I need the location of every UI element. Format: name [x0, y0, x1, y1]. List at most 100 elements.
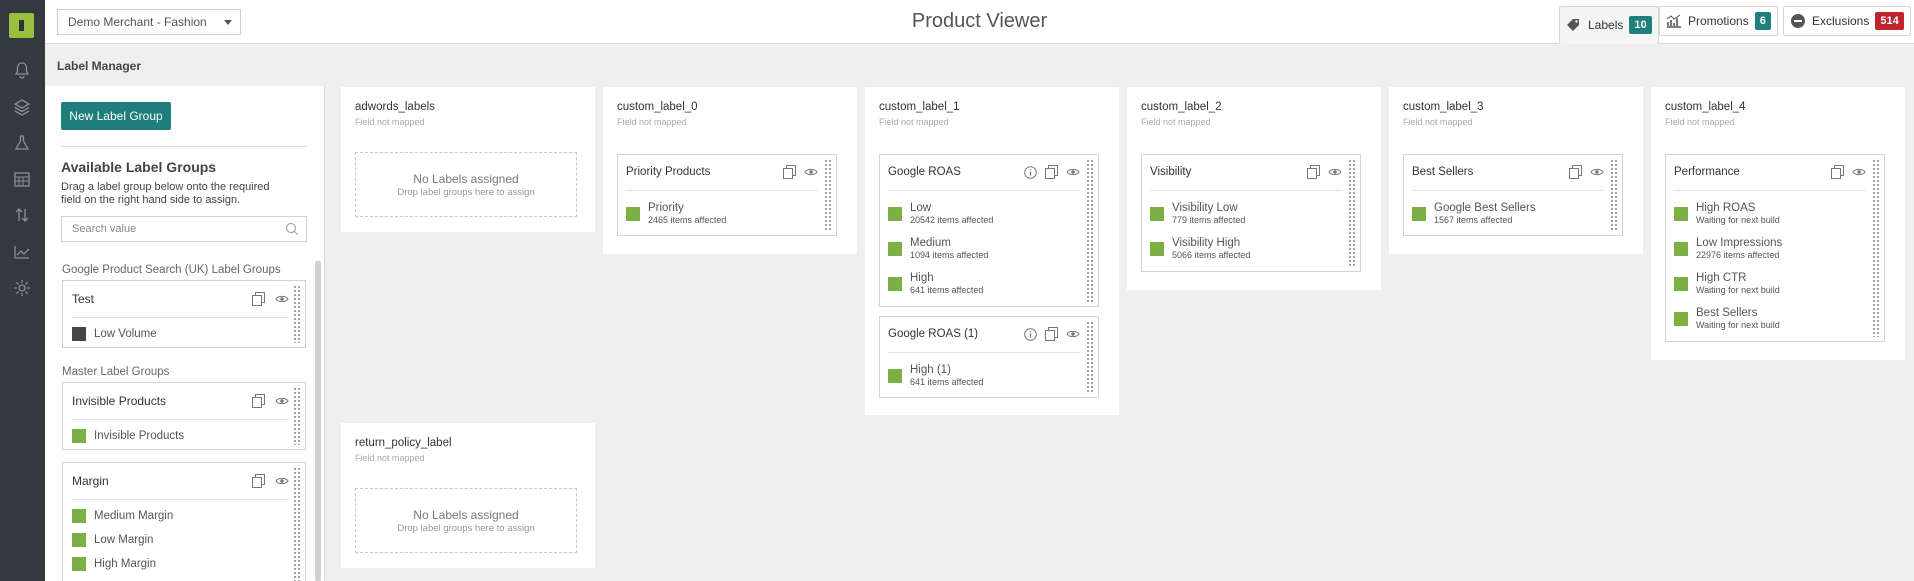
eye-icon[interactable] — [275, 294, 289, 304]
label-group-card[interactable]: Margin Medium Margin Low Margin High Mar… — [62, 462, 306, 581]
group-name: Performance — [1674, 166, 1740, 178]
field-column: custom_label_4 Field not mapped Performa… — [1651, 87, 1905, 360]
gear-icon[interactable] — [12, 278, 32, 298]
group-name: Visibility — [1150, 166, 1192, 178]
copy-icon[interactable] — [1307, 165, 1320, 179]
merchant-select[interactable]: Demo Merchant - Fashion — [57, 9, 241, 35]
color-swatch — [1674, 207, 1688, 221]
drag-handle[interactable] — [1348, 159, 1356, 267]
copy-icon[interactable] — [1569, 165, 1582, 179]
info-icon[interactable] — [1024, 165, 1037, 179]
section-title: Master Label Groups — [62, 366, 170, 378]
tab-exclusions-label: Exclusions — [1812, 14, 1870, 28]
layers-icon[interactable] — [12, 97, 32, 117]
copy-icon[interactable] — [1045, 327, 1058, 341]
eye-icon[interactable] — [275, 476, 289, 486]
flask-icon[interactable] — [12, 133, 32, 153]
drop-zone[interactable]: No Labels assigned Drop label groups her… — [355, 488, 577, 553]
top-bar: Demo Merchant - Fashion Product Viewer L… — [45, 0, 1914, 44]
available-groups-title: Available Label Groups — [61, 159, 217, 175]
tab-exclusions[interactable]: Exclusions 514 — [1783, 6, 1911, 36]
search-icon — [285, 222, 299, 236]
drop-zone[interactable]: No Labels assigned Drop label groups her… — [355, 152, 577, 217]
section-title: Google Product Search (UK) Label Groups — [62, 264, 281, 276]
new-label-group-button[interactable]: New Label Group — [61, 102, 171, 130]
label-item: High Margin — [72, 557, 156, 571]
drag-handle[interactable] — [293, 467, 301, 581]
copy-icon[interactable] — [1045, 165, 1058, 179]
labels-count-badge: 10 — [1629, 16, 1652, 34]
tab-promotions[interactable]: Promotions 6 — [1659, 6, 1778, 36]
copy-icon[interactable] — [1831, 165, 1844, 179]
eye-icon[interactable] — [1328, 167, 1342, 177]
divider — [72, 499, 289, 500]
label-count: 1094 items affected — [910, 250, 989, 260]
scrollbar-thumb[interactable] — [315, 261, 321, 581]
drag-handle[interactable] — [1086, 159, 1094, 302]
label-name: Low Impressions — [1696, 237, 1783, 249]
eye-icon[interactable] — [1590, 167, 1604, 177]
label-name: Low Margin — [94, 534, 154, 546]
drag-handle[interactable] — [293, 285, 301, 343]
color-swatch — [1674, 277, 1688, 291]
field-column: custom_label_0 Field not mapped Priority… — [603, 87, 857, 254]
label-count: Waiting for next build — [1696, 320, 1780, 330]
drag-handle[interactable] — [293, 387, 301, 445]
info-icon[interactable] — [1024, 327, 1037, 341]
field-column: adwords_labels Field not mapped No Label… — [341, 87, 595, 232]
label-group-card[interactable]: Google ROAS (1) High (1)641 items affect… — [879, 316, 1099, 398]
drag-handle[interactable] — [824, 159, 832, 231]
copy-icon[interactable] — [783, 165, 796, 179]
chart-icon[interactable] — [12, 242, 32, 262]
label-count: 1567 items affected — [1434, 215, 1513, 225]
eye-icon[interactable] — [804, 167, 818, 177]
copy-icon[interactable] — [252, 292, 265, 306]
calendar-icon[interactable] — [12, 169, 32, 189]
empty-title: No Labels assigned — [413, 172, 519, 186]
field-status: Field not mapped — [1403, 117, 1473, 127]
field-status: Field not mapped — [879, 117, 949, 127]
color-swatch — [72, 557, 86, 571]
color-swatch — [1674, 312, 1688, 326]
empty-hint: Drop label groups here to assign — [397, 523, 535, 534]
label-groups-panel: New Label Group Available Label Groups D… — [45, 86, 325, 581]
eye-icon[interactable] — [1066, 329, 1080, 339]
bell-icon[interactable] — [12, 60, 32, 80]
search-input[interactable]: Search value — [61, 216, 307, 242]
label-item: Medium Margin — [72, 509, 173, 523]
label-item: Low Margin — [72, 533, 153, 547]
scrollbar[interactable] — [315, 261, 321, 581]
label-name: Visibility High — [1172, 237, 1241, 249]
label-group-card[interactable]: Invisible Products Invisible Products — [62, 382, 306, 450]
label-count: 641 items affected — [910, 377, 984, 387]
eye-icon[interactable] — [1852, 167, 1866, 177]
copy-icon[interactable] — [252, 394, 265, 408]
label-count: 20542 items affected — [910, 215, 994, 225]
divider — [1412, 190, 1604, 191]
divider — [61, 146, 307, 147]
label-count: 779 items affected — [1172, 215, 1246, 225]
app-logo[interactable] — [9, 13, 34, 38]
section-heading: Label Manager — [57, 59, 142, 73]
drag-handle[interactable] — [1610, 159, 1618, 231]
eye-icon[interactable] — [1066, 167, 1080, 177]
tab-labels[interactable]: Labels 10 — [1559, 6, 1659, 44]
color-swatch — [72, 533, 86, 547]
group-name: Priority Products — [626, 166, 711, 178]
sort-arrows-icon[interactable] — [12, 205, 32, 225]
copy-icon[interactable] — [252, 474, 265, 488]
label-group-card[interactable]: Test Low Volume — [62, 280, 306, 348]
drag-handle[interactable] — [1872, 159, 1880, 337]
eye-icon[interactable] — [275, 396, 289, 406]
drag-handle[interactable] — [1086, 321, 1094, 393]
